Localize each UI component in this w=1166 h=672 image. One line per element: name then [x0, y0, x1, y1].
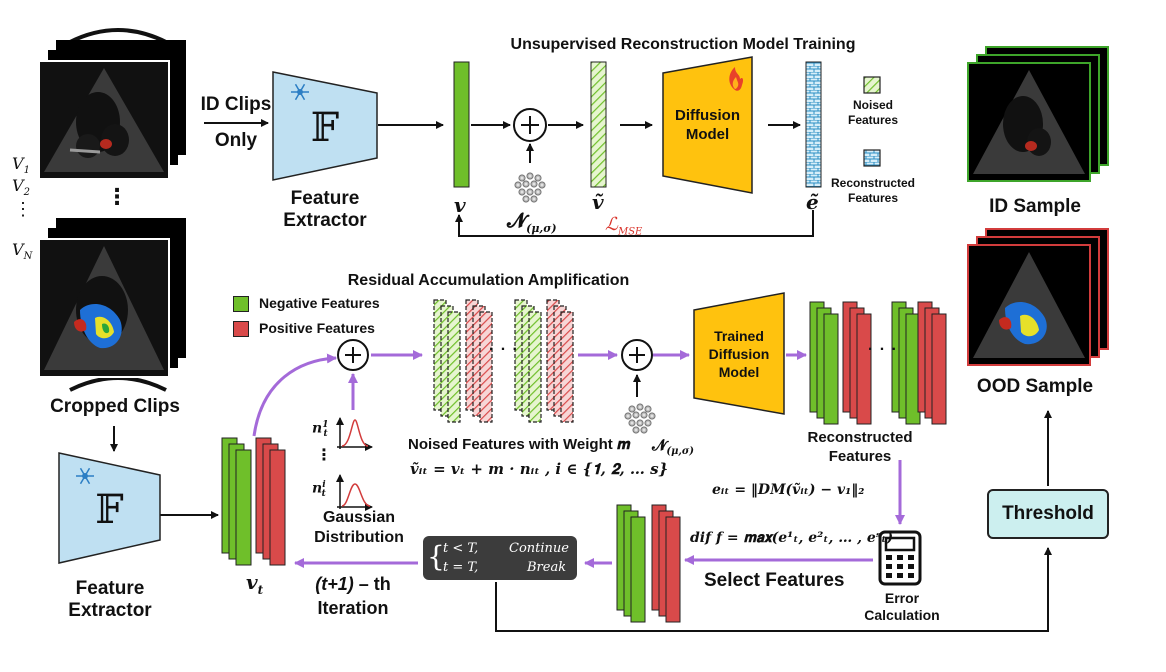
id-clips-label: ID Clips: [200, 94, 272, 115]
noised-formula: 𝒗̃ᵢₜ = 𝒗ₜ + 𝒎 · 𝒏ᵢₜ , 𝒊 ∈ {𝟏, 𝟐, … 𝒔}: [410, 460, 669, 478]
error-calculation-label: Error Calculation: [864, 590, 940, 623]
noise-dots-icon-bottom: [624, 403, 656, 434]
select-features-label: Select Features: [704, 570, 845, 591]
reconstructed-features-label: Reconstructed Features: [807, 429, 913, 465]
v2-label: V2: [12, 176, 30, 199]
echo-clip-image-ood: [38, 238, 170, 378]
feature-extractor-label-top: Feature Extractor: [283, 188, 367, 231]
error-formula: 𝒆ᵢₜ = ‖𝑫𝑴(𝒗̃ᵢₜ) − 𝒗₁‖₂: [712, 482, 865, 498]
echo-clip-image-id: [38, 60, 170, 180]
trained-diffusion-model-shape: [693, 292, 785, 415]
feature-extractor-top-shape: [272, 71, 378, 181]
legend-noised-square: [863, 76, 881, 94]
noise-dist-label-bottom: 𝓝(μ,σ): [652, 436, 695, 457]
legend-positive-square: [233, 321, 249, 337]
training-panel-title: Unsupervised Reconstruction Model Traini…: [510, 36, 856, 53]
n-vertical-dots: ⋮: [316, 447, 332, 464]
n1-label: n1t: [312, 420, 329, 440]
iteration-label-line1: (t+1) – th: [315, 574, 391, 594]
calculator-icon: [878, 530, 922, 586]
clip-stack-bottom-arc: [69, 376, 167, 392]
gaussian-curve-i: [336, 474, 373, 511]
clip-vertical-dots: ⋮: [106, 184, 128, 209]
iteration-condition-box: { t < T, Continue t = T, Break: [423, 536, 577, 580]
cropped-clips-label: Cropped Clips: [50, 396, 180, 417]
h-dots-reconstructed: · · ·: [868, 341, 898, 358]
flame-icon: [729, 67, 744, 91]
noised-feature-group-1: [433, 299, 493, 423]
clip-stack-top-arc: [69, 28, 167, 44]
condition-brace: {: [427, 540, 445, 573]
reconstructed-feature-stack-s: [891, 301, 947, 425]
noise-dots-icon-top: [514, 172, 546, 203]
cond-line1-right: Continue: [509, 541, 569, 556]
v-vertical-dots: ⋮: [14, 199, 32, 220]
feature-extractor-label-bottom: Feature Extractor: [68, 578, 152, 621]
noised-feature-group-i: [514, 299, 574, 423]
v1-label: V1: [12, 154, 30, 177]
threshold-box: Threshold: [987, 489, 1109, 539]
legend-noised-label: Noised Features: [847, 98, 899, 127]
mse-loss-label: ℒMSE: [605, 214, 643, 238]
gaussian-curve-1: [336, 417, 373, 451]
noised-weight-title: Noised Features with Weight 𝒎: [408, 436, 631, 453]
diffusion-model-shape: [662, 56, 753, 194]
legend-reconstructed-square: [863, 149, 881, 167]
noised-v-feature-bar: [590, 61, 607, 188]
legend-positive-label: Positive Features: [259, 320, 375, 336]
ood-sample-label: OOD Sample: [976, 376, 1094, 397]
gaussian-distribution-label: Gaussian Distribution: [314, 509, 404, 546]
extractor-symbol-bottom: 𝔽: [95, 487, 124, 533]
legend-negative-label: Negative Features: [259, 295, 380, 311]
extractor-symbol-top: 𝔽: [310, 105, 340, 151]
vt-label: 𝒗t: [246, 570, 264, 597]
threshold-label: Threshold: [1002, 503, 1094, 524]
cond-line2-right: Break: [527, 560, 567, 575]
arrow-vt-to-add: [252, 353, 337, 437]
diffusion-model-label: Diffusion Model: [675, 107, 740, 143]
snowflake-icon-top: [291, 83, 309, 101]
cond-line2-left: t = T,: [443, 560, 479, 575]
reconstructed-feature-stack-1: [809, 301, 872, 425]
amplification-panel-title: Residual Accumulation Amplification: [347, 272, 630, 289]
id-sample-image: [967, 62, 1091, 182]
noise-dist-label-top: 𝓝(μ,σ): [507, 208, 557, 235]
h-dots-noised: · · ·: [489, 341, 519, 358]
vn-label: VN: [12, 240, 33, 263]
legend-negative-square: [233, 296, 249, 312]
vt-feature-stack: [221, 437, 286, 566]
ni-label: nit: [312, 480, 326, 500]
snowflake-icon-bottom: [76, 467, 94, 485]
diff-formula: 𝒅𝒊𝒇 𝒇 = 𝐦𝐚𝐱(𝒆¹ₜ, 𝒆²ₜ, … , 𝒆ˢₜ): [690, 530, 894, 546]
iteration-label-line2: Iteration: [317, 598, 389, 618]
vtilde-label: 𝒗̃: [592, 190, 604, 214]
reconstructed-feature-bar: [805, 61, 822, 188]
v-label: 𝒗: [454, 193, 466, 217]
trained-dm-label: Trained Diffusion Model: [708, 328, 770, 380]
id-clips-only-label: Only: [214, 130, 258, 151]
selected-feature-stack: [616, 504, 681, 623]
ood-sample-image: [967, 244, 1091, 366]
arrow-break-to-threshold: [495, 547, 1052, 632]
cond-line1-left: t < T,: [443, 541, 479, 556]
id-sample-label: ID Sample: [989, 196, 1081, 217]
legend-reconstructed-label: Reconstructed Features: [830, 176, 916, 205]
v-feature-bar: [453, 61, 470, 188]
feature-extractor-bottom-shape: [58, 452, 161, 564]
loss-feedback-arrow: [455, 210, 814, 237]
etilde-label: 𝒆̃: [806, 190, 819, 214]
